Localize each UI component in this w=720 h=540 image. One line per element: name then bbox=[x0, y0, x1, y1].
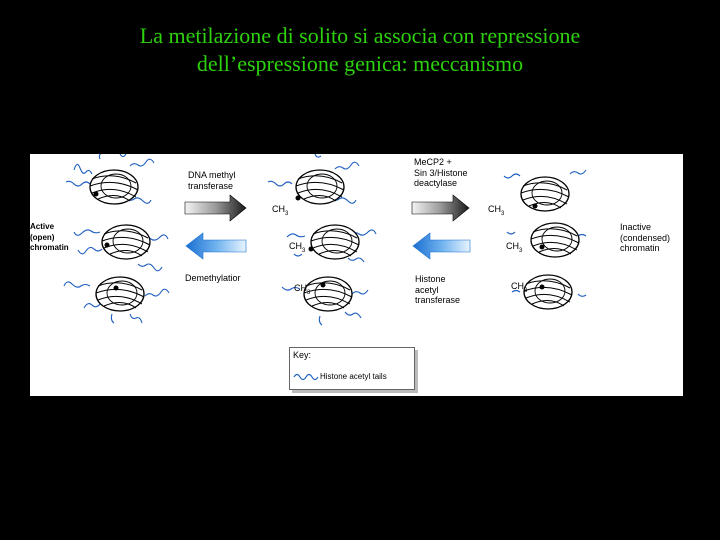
methyl-sub: 3 bbox=[285, 211, 288, 217]
active-label-line-3: chromatin bbox=[30, 243, 69, 254]
acetyl-tail-icon bbox=[293, 372, 319, 382]
methyl-text: CH bbox=[289, 241, 302, 251]
methylated-chromatin-fiber bbox=[268, 154, 376, 325]
reverse-arrow-1 bbox=[186, 233, 246, 259]
arrow4-label-line-2: acetyl bbox=[415, 285, 460, 296]
active-chromatin-fiber bbox=[64, 154, 169, 323]
inactive-label-line-2: (condensed) bbox=[620, 233, 670, 244]
methyl-text: CH bbox=[506, 241, 519, 251]
histone-acetyltransferase-label: Histone acetyl transferase bbox=[415, 274, 460, 306]
active-label-line-2: (open) bbox=[30, 233, 69, 244]
dna-methyltransferase-label: DNA methyl transferase bbox=[188, 170, 236, 191]
methyl-group-label: CH3 bbox=[289, 241, 305, 254]
inactive-label-line-3: chromatin bbox=[620, 243, 670, 254]
methyl-text: CH bbox=[272, 204, 285, 214]
inactive-label-line-1: Inactive bbox=[620, 222, 670, 233]
forward-arrow-2 bbox=[412, 195, 469, 221]
slide-title: La metilazione di solito si associa con … bbox=[0, 22, 720, 78]
methyl-text: CH bbox=[488, 204, 501, 214]
title-line-1: La metilazione di solito si associa con … bbox=[0, 22, 720, 50]
key-item-label: Histone acetyl tails bbox=[320, 372, 387, 381]
methyl-group-label: CH3 bbox=[506, 241, 522, 254]
diagram-key: Key: Histone acetyl tails bbox=[289, 347, 415, 390]
methyl-text: CH bbox=[511, 281, 524, 291]
methyl-group-label: CH3 bbox=[511, 281, 527, 294]
methyl-sub: 3 bbox=[519, 248, 522, 254]
arrow3-label-line-2: Sin 3/Histone bbox=[414, 168, 468, 179]
title-line-2: dell’espressione genica: meccanismo bbox=[0, 50, 720, 78]
arrow1-label-line-2: transferase bbox=[188, 181, 236, 192]
arrow1-label-line-1: DNA methyl bbox=[188, 170, 236, 181]
arrow3-label-line-1: MeCP2 + bbox=[414, 157, 468, 168]
key-title: Key: bbox=[293, 350, 311, 360]
methyl-sub: 3 bbox=[501, 211, 504, 217]
inactive-chromatin-label: Inactive (condensed) chromatin bbox=[620, 222, 670, 254]
arrow4-label-line-1: Histone bbox=[415, 274, 460, 285]
methyl-sub: 3 bbox=[302, 248, 305, 254]
active-chromatin-label: Active (open) chromatin bbox=[30, 222, 69, 254]
mecp2-deacetylase-label: MeCP2 + Sin 3/Histone deactylase bbox=[414, 157, 468, 189]
forward-arrow-1 bbox=[185, 195, 246, 221]
methyl-sub: 3 bbox=[524, 288, 527, 294]
methyl-text: CH bbox=[294, 283, 307, 293]
methyl-group-label: CH3 bbox=[272, 204, 288, 217]
arrow2-label-line-1: Demethylatior bbox=[185, 273, 241, 284]
methyl-group-label: CH3 bbox=[294, 283, 310, 296]
methyl-group-label: CH3 bbox=[488, 204, 504, 217]
active-label-line-1: Active bbox=[30, 222, 69, 233]
arrow4-label-line-3: transferase bbox=[415, 295, 460, 306]
demethylation-label: Demethylatior bbox=[185, 273, 241, 284]
arrow3-label-line-3: deactylase bbox=[414, 178, 468, 189]
chromatin-diagram: Active (open) chromatin Inactive (conden… bbox=[30, 154, 683, 396]
reverse-arrow-2 bbox=[413, 233, 470, 259]
methyl-sub: 3 bbox=[307, 290, 310, 296]
